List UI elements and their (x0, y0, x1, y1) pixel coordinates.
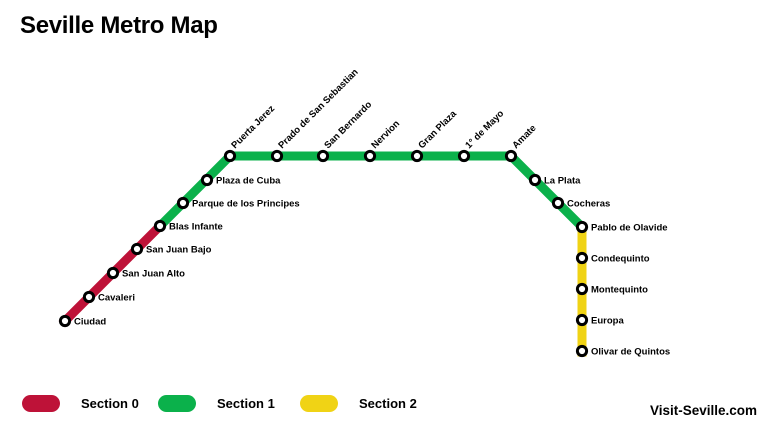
station-marker-san-bernardo (316, 149, 330, 163)
legend-item-section-0: Section 0 (22, 395, 139, 412)
station-label-ciudad: Ciudad (74, 317, 106, 328)
station-marker-prado-de-san-sebastian (270, 149, 284, 163)
station-marker-gran-plaza (410, 149, 424, 163)
station-marker-san-juan-alto (106, 266, 120, 280)
station-label-prado-de-san-sebastian: Prado de San Sebastian (276, 67, 360, 151)
legend-label-section-2: Section 2 (359, 396, 417, 411)
legend-swatch-section-1 (158, 395, 196, 412)
legend-item-section-2: Section 2 (300, 395, 417, 412)
station-marker-blas-infante (153, 219, 167, 233)
station-label-cocheras: Cocheras (567, 199, 610, 210)
station-marker-condequinto (575, 251, 589, 265)
station-label-condequinto: Condequinto (591, 254, 650, 265)
legend-label-section-1: Section 1 (217, 396, 275, 411)
station-marker-puerta-jerez (223, 149, 237, 163)
station-label-puerta-jerez: Puerta Jerez (229, 103, 277, 151)
station-label-plaza-de-cuba: Plaza de Cuba (216, 176, 281, 187)
legend-swatch-section-2 (300, 395, 338, 412)
station-label-montequinto: Montequinto (591, 285, 648, 296)
station-marker-san-juan-bajo (130, 242, 144, 256)
station-label-europa: Europa (591, 316, 624, 327)
legend-label-section-0: Section 0 (81, 396, 139, 411)
station-label-parque-de-los-principes: Parque de los Principes (192, 199, 300, 210)
station-marker-nervion (363, 149, 377, 163)
station-label-san-juan-alto: San Juan Alto (122, 269, 185, 280)
station-label-gran-plaza: Gran Plaza (416, 108, 459, 151)
station-label-pablo-de-olavide: Pablo de Olavide (591, 223, 668, 234)
station-label-nervion: Nervion (369, 118, 402, 151)
station-marker-montequinto (575, 282, 589, 296)
metro-line-section-1 (153, 151, 589, 234)
station-label-blas-infante: Blas Infante (169, 222, 223, 233)
station-marker-pablo-de-olavide (575, 220, 589, 234)
station-marker-plaza-de-cuba (200, 173, 214, 187)
station-marker-olivar-de-quintos (575, 344, 589, 358)
legend-swatch-section-0 (22, 395, 60, 412)
station-label-amate: Amate (510, 123, 538, 151)
station-marker-cavaleri (82, 290, 96, 304)
station-marker-la-plata (528, 173, 542, 187)
legend-item-section-1: Section 1 (158, 395, 275, 412)
station-marker-parque-de-los-principes (176, 196, 190, 210)
station-label-la-plata: La Plata (544, 176, 581, 187)
station-label-1-de-mayo: 1° de Mayo (463, 108, 506, 151)
station-marker-cocheras (551, 196, 565, 210)
station-label-san-juan-bajo: San Juan Bajo (146, 245, 212, 256)
page-title: Seville Metro Map (20, 12, 218, 39)
station-marker-ciudad (58, 314, 72, 328)
station-label-san-bernardo: San Bernardo (322, 99, 374, 151)
station-marker-1-de-mayo (457, 149, 471, 163)
station-label-olivar-de-quintos: Olivar de Quintos (591, 347, 670, 358)
watermark-link[interactable]: Visit-Seville.com (649, 403, 757, 418)
station-marker-amate (504, 149, 518, 163)
station-label-cavaleri: Cavaleri (98, 293, 135, 304)
station-marker-europa (575, 313, 589, 327)
legend: Section 0 Section 1 Section 2 (0, 395, 768, 419)
